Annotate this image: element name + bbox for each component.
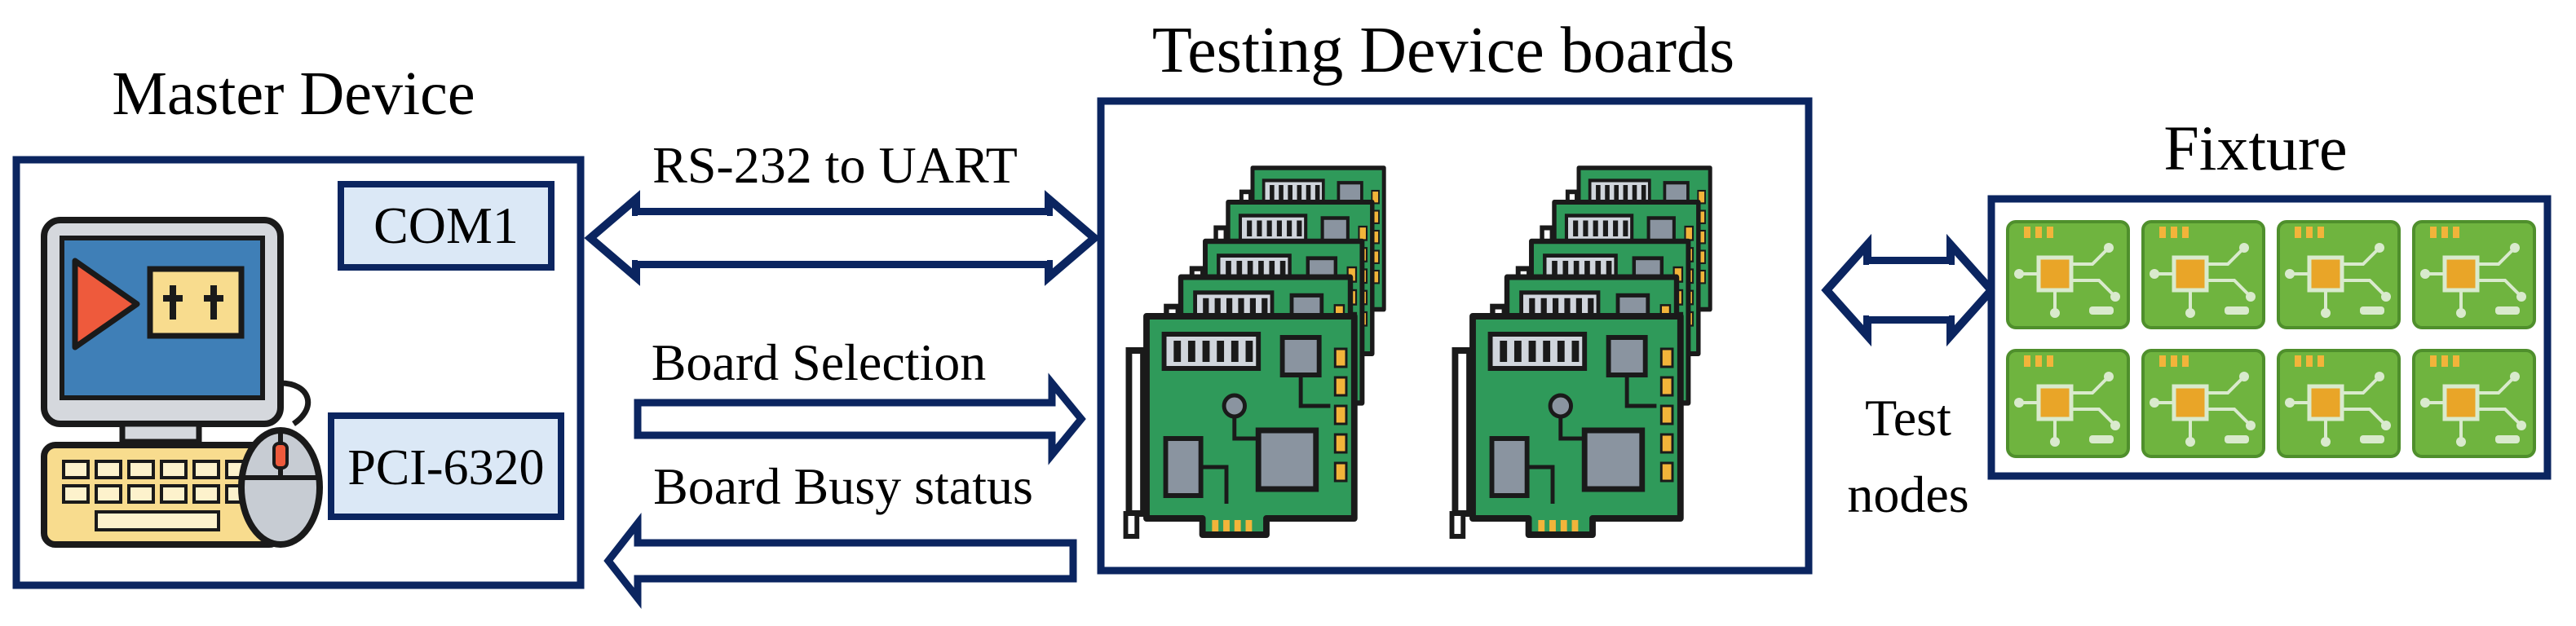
uart-double-arrow: RS-232 to UART — [584, 136, 1101, 286]
fixture-pcb-icon — [2143, 222, 2264, 328]
pci-6320-box: PCI-6320 — [328, 412, 564, 520]
pci-card-icon — [1126, 316, 1354, 536]
uart-label: RS-232 to UART — [652, 136, 1018, 194]
fixture-pcb-icon — [2414, 222, 2534, 328]
board-busy-arrow: Board Busy status — [603, 457, 1077, 610]
fixture-pcb-icon — [2278, 350, 2399, 456]
board-busy-label: Board Busy status — [653, 457, 1033, 515]
fixture-pcb-icon — [2278, 222, 2399, 328]
fixture-group: Fixture — [1987, 112, 2552, 480]
testing-device-group: Testing Device boards — [1097, 15, 1813, 575]
pci-6320-label: PCI-6320 — [347, 440, 544, 496]
com1-label: COM1 — [373, 196, 519, 254]
com1-box: COM1 — [338, 181, 555, 271]
test-nodes-label-line1: Test — [1865, 389, 1951, 447]
fixture-pcb-icon — [2008, 350, 2128, 456]
test-nodes-label-line2: nodes — [1847, 465, 1968, 523]
testing-device-title: Testing Device boards — [1152, 15, 1734, 86]
board-selection-arrow: Board Selection — [634, 333, 1086, 465]
computer-icon — [41, 217, 323, 548]
master-device-group: Master Device — [12, 60, 585, 589]
fixture-title: Fixture — [2163, 112, 2347, 183]
pci-card-icon — [1452, 316, 1681, 536]
board-selection-label: Board Selection — [652, 333, 987, 391]
fixture-pcb-icon — [2143, 350, 2264, 456]
test-nodes-double-arrow: Test nodes — [1821, 233, 1997, 523]
fixture-pcb-icon — [2008, 222, 2128, 328]
master-device-title: Master Device — [112, 60, 475, 128]
fixture-pcb-icon — [2414, 350, 2534, 456]
